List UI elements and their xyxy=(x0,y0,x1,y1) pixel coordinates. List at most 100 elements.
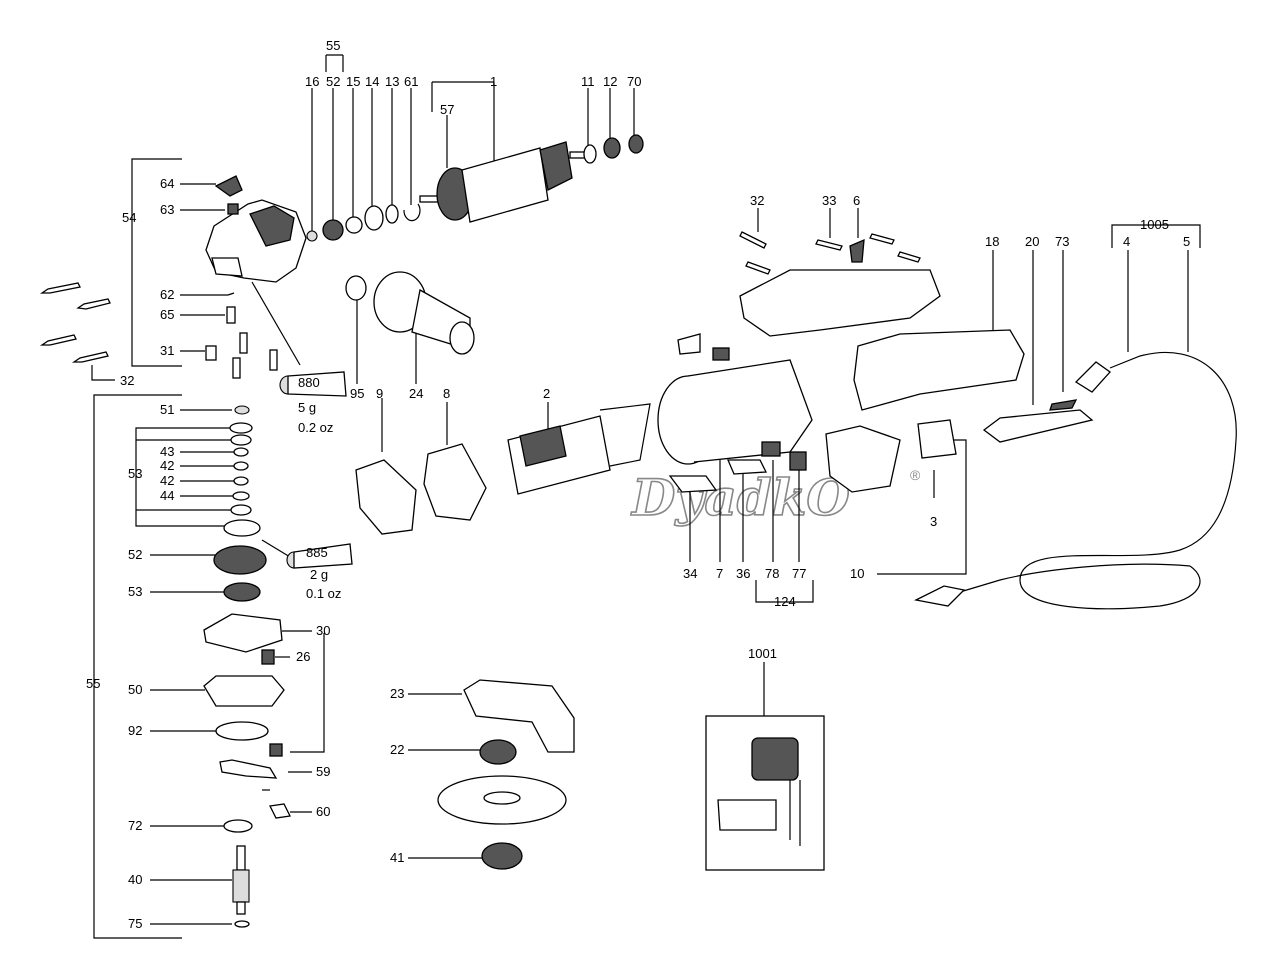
label-icon xyxy=(668,475,718,493)
label-34: 34 xyxy=(683,566,697,581)
label-72: 72 xyxy=(128,818,142,833)
label-40: 40 xyxy=(128,872,142,887)
label-78: 78 xyxy=(765,566,779,581)
label-880-oz: 0.2 oz xyxy=(298,420,333,435)
washer-icon xyxy=(583,144,597,164)
label-5: 5 xyxy=(1183,234,1190,249)
label-26: 26 xyxy=(296,649,310,664)
washer-icon xyxy=(233,476,249,486)
label-62: 62 xyxy=(160,287,174,302)
label-75: 75 xyxy=(128,916,142,931)
label-53b: 53 xyxy=(128,584,142,599)
housing-icon xyxy=(739,269,941,337)
label-880: 880 xyxy=(298,375,320,390)
label-13: 13 xyxy=(385,74,399,89)
label-23: 23 xyxy=(390,686,404,701)
label-77: 77 xyxy=(792,566,806,581)
brush-icon xyxy=(712,347,730,361)
brush-holder-icon xyxy=(789,451,807,471)
stator-icon xyxy=(507,403,651,495)
label-59: 59 xyxy=(316,764,330,779)
watermark: DyadkO ® xyxy=(629,467,921,528)
bearing-icon xyxy=(628,134,644,154)
washer-icon xyxy=(233,447,249,457)
bolt-icon xyxy=(205,345,217,361)
label-54: 54 xyxy=(122,210,136,225)
bracket-53a xyxy=(135,427,232,527)
label-18: 18 xyxy=(985,234,999,249)
pin-icon xyxy=(227,292,235,296)
washer-icon xyxy=(306,230,318,242)
washer-icon xyxy=(230,504,252,516)
label-3: 3 xyxy=(930,514,937,529)
bearing-flange-icon xyxy=(203,675,285,707)
grinding-disc-icon xyxy=(437,775,567,825)
wheel-flange-icon xyxy=(479,739,517,765)
leader-10 xyxy=(877,439,967,575)
label-124: 124 xyxy=(774,594,796,609)
leader-30-down xyxy=(290,633,325,753)
bracket-124 xyxy=(755,580,814,603)
lever-icon xyxy=(214,175,243,197)
nut-icon xyxy=(269,743,283,757)
label-52: 52 xyxy=(326,74,340,89)
wiring-diagram-icon xyxy=(705,715,825,871)
label-61: 61 xyxy=(404,74,418,89)
label-31: 31 xyxy=(160,343,174,358)
washer-icon xyxy=(230,434,252,446)
label-95: 95 xyxy=(350,386,364,401)
label-4: 4 xyxy=(1123,234,1130,249)
label-885-weight: 2 g xyxy=(310,567,328,582)
label-885: 885 xyxy=(306,545,328,560)
washer-icon xyxy=(233,461,249,471)
washer-icon xyxy=(234,920,250,928)
label-57: 57 xyxy=(440,102,454,117)
nut-icon xyxy=(234,405,250,415)
rear-cover-icon xyxy=(355,459,417,535)
label-7: 7 xyxy=(716,566,723,581)
label-63: 63 xyxy=(160,202,174,217)
label-55-left: 55 xyxy=(86,676,100,691)
label-16: 16 xyxy=(305,74,319,89)
label-880-weight: 5 g xyxy=(298,400,316,415)
label-36: 36 xyxy=(736,566,750,581)
leader-32a xyxy=(91,365,115,381)
bushing-icon xyxy=(345,275,367,301)
label-92: 92 xyxy=(128,723,142,738)
label-20: 20 xyxy=(1025,234,1039,249)
bearing-icon xyxy=(223,582,261,602)
label-1001: 1001 xyxy=(748,646,777,661)
guard-icon xyxy=(463,679,575,753)
label-51: 51 xyxy=(160,402,174,417)
spindle-icon xyxy=(232,845,250,915)
washer-icon xyxy=(223,819,253,833)
label-50: 50 xyxy=(128,682,142,697)
switch-icon xyxy=(825,425,901,493)
bolt-icon xyxy=(232,357,241,379)
gear-icon xyxy=(213,545,267,575)
lever-icon xyxy=(982,409,1094,443)
label-22: 22 xyxy=(390,742,404,757)
circlip-icon xyxy=(403,203,421,222)
bracket-1005 xyxy=(1111,224,1201,248)
grease-tube-icon xyxy=(286,543,353,569)
label-52b: 52 xyxy=(128,547,142,562)
gear-head-icon xyxy=(205,199,307,283)
part-labels: 55 16 52 15 14 13 61 1 57 11 12 70 54 64… xyxy=(86,38,1190,931)
clip-icon xyxy=(269,803,291,819)
bracket-55-top xyxy=(325,54,344,72)
label-41: 41 xyxy=(390,850,404,865)
bolt-icon xyxy=(269,349,278,371)
label-12: 12 xyxy=(603,74,617,89)
armature-icon xyxy=(419,141,587,223)
label-2: 2 xyxy=(543,386,550,401)
label-11: 11 xyxy=(581,74,595,89)
power-cord-icon xyxy=(959,351,1237,610)
bolt-icon xyxy=(39,282,111,363)
label-32b: 32 xyxy=(750,193,764,208)
label-15: 15 xyxy=(346,74,360,89)
leader-880 xyxy=(251,281,301,366)
brush-holder-icon xyxy=(761,441,781,457)
gasket-icon xyxy=(203,613,283,653)
